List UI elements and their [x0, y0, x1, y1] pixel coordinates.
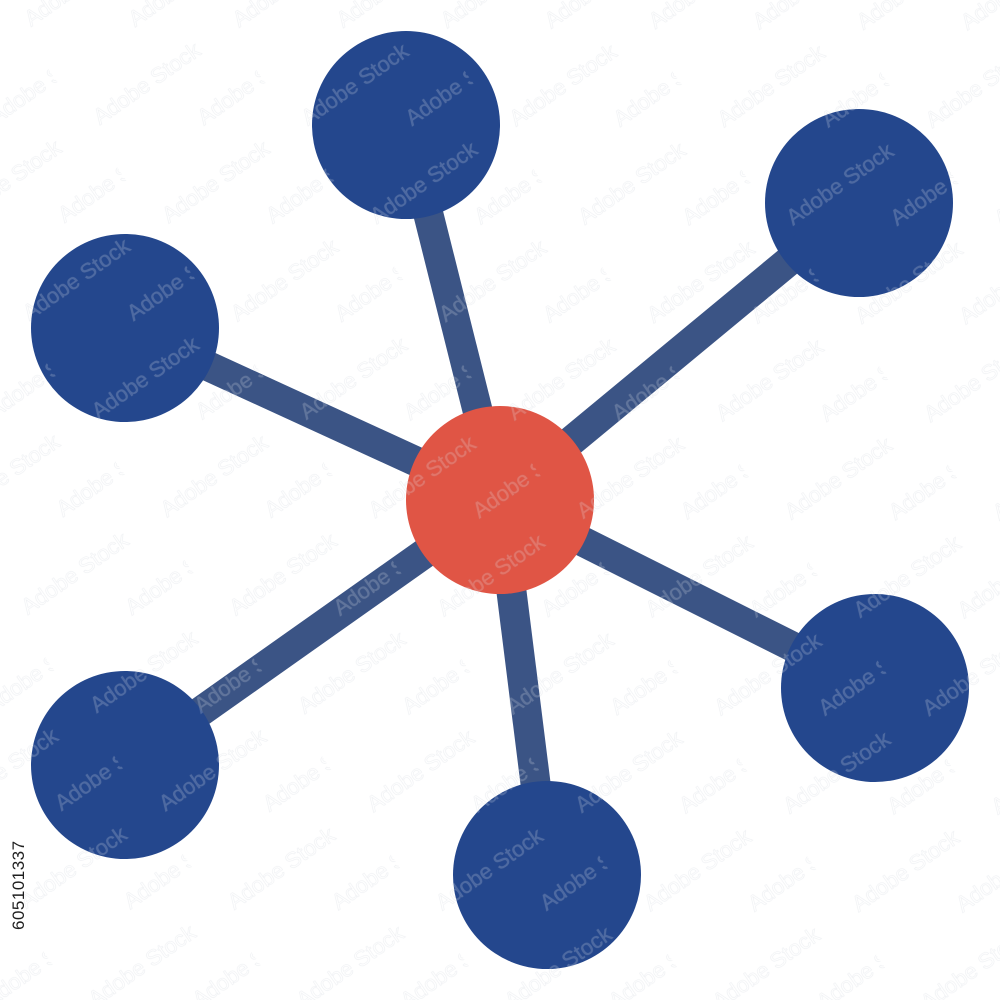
hub-node: [406, 406, 594, 594]
node-bottom: [453, 781, 641, 969]
node-left: [31, 234, 219, 422]
node-bottom-left: [31, 671, 219, 859]
stock-id-label: 605101337: [9, 840, 28, 930]
node-top-right: [765, 109, 953, 297]
node-top: [312, 31, 500, 219]
node-right: [781, 594, 969, 782]
